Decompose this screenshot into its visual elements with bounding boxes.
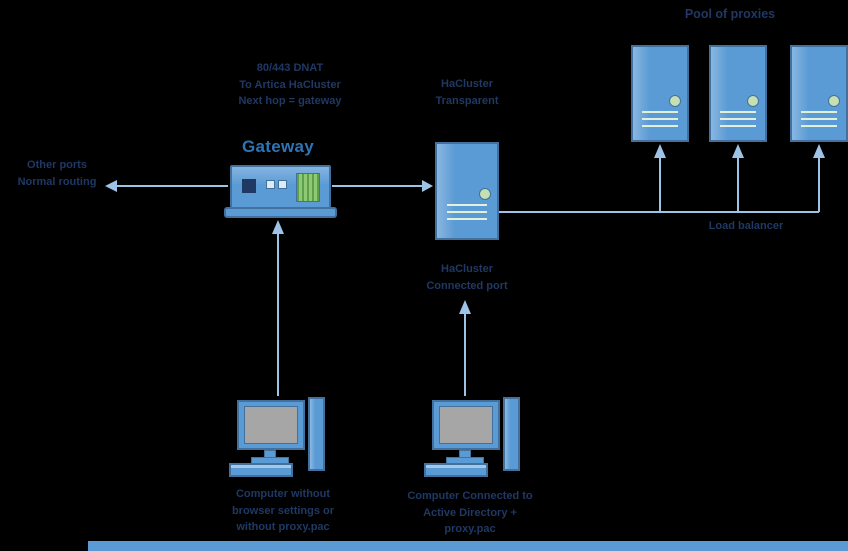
arrowhead-up-icon <box>272 220 284 234</box>
connected-port-line: Connected port <box>426 279 508 292</box>
arrowhead-right-icon <box>422 180 433 192</box>
note-line: Next hop = gateway <box>238 95 342 107</box>
desktop-monitor-icon <box>432 400 500 450</box>
monitor-screen-icon <box>439 406 493 444</box>
keyboard-icon <box>424 463 488 477</box>
note-line: 80/443 DNAT <box>256 62 324 74</box>
hacluster-transparent-label: HaCluster Transparent <box>412 76 522 109</box>
hacluster-label-line: Transparent <box>435 94 499 107</box>
indicator-square-icon <box>278 180 287 189</box>
gateway-routing-note: 80/443 DNAT To Artica HaCluster Next hop… <box>198 60 382 110</box>
caption-line: browser settings or <box>231 504 335 517</box>
vent-line <box>447 204 487 206</box>
ethernet-port-icon <box>242 179 256 193</box>
proxy-server-3-icon <box>790 45 848 142</box>
arrowhead-up-icon <box>813 144 825 158</box>
vent-line <box>720 118 756 120</box>
vent-line <box>720 111 756 113</box>
other-ports-line: Normal routing <box>17 175 97 188</box>
proxy-server-1-icon <box>631 45 689 142</box>
caption-line: Computer Connected to <box>407 490 533 502</box>
vent-line <box>642 118 678 120</box>
vent-line <box>447 211 487 213</box>
power-led-icon <box>669 95 681 107</box>
computer2-caption: Computer Connected to Active Directory +… <box>390 488 550 538</box>
pool-of-proxies-label: Pool of proxies <box>684 7 776 21</box>
hacluster-label-line: HaCluster <box>441 78 493 90</box>
vent-line <box>801 111 837 113</box>
connected-port-line: HaCluster <box>441 263 493 275</box>
pc-tower-icon <box>308 397 325 471</box>
hacluster-connected-port-label: HaCluster Connected port <box>405 261 529 294</box>
hacluster-server-icon <box>435 142 499 240</box>
vent-line <box>720 125 756 127</box>
vent-line <box>801 125 837 127</box>
arrowhead-up-icon <box>459 300 471 314</box>
desktop-monitor-icon <box>237 400 305 450</box>
power-led-icon <box>747 95 759 107</box>
power-led-icon <box>479 188 491 200</box>
arrowhead-up-icon <box>654 144 666 158</box>
bottom-strip-decoration <box>88 541 848 551</box>
load-balancer-label: Load balancer <box>708 220 784 232</box>
caption-line: proxy.pac <box>444 523 496 535</box>
power-led-icon <box>828 95 840 107</box>
monitor-screen-icon <box>244 406 298 444</box>
caption-line: Computer without <box>235 488 331 500</box>
other-ports-line: Other ports <box>27 159 87 171</box>
vent-line <box>447 218 487 220</box>
vent-line <box>642 111 678 113</box>
note-line: To Artica HaCluster <box>239 78 341 91</box>
other-ports-label: Other ports Normal routing <box>0 157 114 190</box>
computer1-caption: Computer without browser settings or wit… <box>208 486 358 536</box>
status-screen-icon <box>296 173 320 202</box>
gateway-title: Gateway <box>241 137 315 156</box>
pc-tower-icon <box>503 397 520 471</box>
vent-line <box>801 118 837 120</box>
gateway-base <box>224 207 337 218</box>
arrowhead-up-icon <box>732 144 744 158</box>
caption-line: Active Directory + <box>423 506 517 519</box>
gateway-device-icon <box>230 165 331 209</box>
vent-line <box>642 125 678 127</box>
indicator-square-icon <box>266 180 275 189</box>
caption-line: without proxy.pac <box>236 521 330 533</box>
keyboard-icon <box>229 463 293 477</box>
proxy-server-2-icon <box>709 45 767 142</box>
